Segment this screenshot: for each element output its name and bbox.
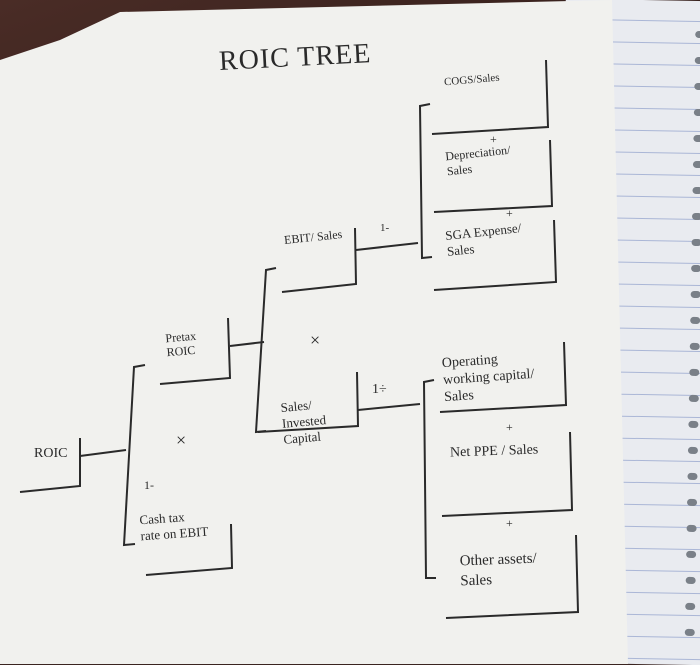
other-assets-box	[445, 534, 580, 619]
level3-bottom-bracket	[422, 379, 436, 579]
sales-ic-label: Sales/ Invested Capital	[280, 396, 328, 448]
level1-bracket	[122, 364, 146, 547]
ebit-connector	[355, 242, 419, 251]
plus-symbol-4: +	[506, 516, 513, 530]
one-divide-label: 1÷	[372, 382, 387, 397]
opwc-box	[439, 341, 568, 413]
opwc-label: Operating working capital/ Sales	[441, 349, 536, 406]
roic-box	[19, 438, 81, 493]
pretax-connector	[229, 341, 265, 347]
tree-connectors	[19, 59, 580, 619]
sga-box	[433, 219, 558, 291]
roic-connector	[79, 449, 127, 457]
net-ppe-label: Net PPE / Sales	[449, 442, 539, 461]
other-assets-label: Other assets/ Sales	[459, 549, 537, 592]
cash-tax-prefix: 1-	[144, 478, 154, 492]
paper-sheet	[0, 0, 628, 664]
cash-tax-label: Cash tax rate on EBIT	[139, 508, 209, 545]
times-symbol-2: ×	[310, 330, 321, 350]
plus-symbol-1: +	[490, 132, 497, 146]
pretax-roic-line-2: ROIC	[166, 342, 196, 360]
other-assets-line-1: Other assets/	[459, 550, 537, 570]
cogs-box	[431, 59, 550, 135]
times-symbol-1: ×	[176, 430, 187, 450]
cash-tax-box	[145, 523, 234, 576]
ebit-sales-box	[281, 227, 358, 293]
pretax-roic-box	[159, 317, 232, 385]
sales-ic-box	[257, 371, 360, 433]
roic-label: ROIC	[34, 446, 68, 461]
plus-symbol-3: +	[506, 420, 513, 434]
plus-symbol-2: +	[506, 206, 513, 220]
pretax-roic-label: Pretax ROIC	[165, 329, 198, 360]
sales-ic-connector	[357, 403, 421, 411]
net-ppe-box	[441, 431, 574, 517]
depreciation-box	[433, 139, 554, 213]
one-minus-label: 1-	[380, 222, 390, 234]
other-assets-line-2: Sales	[460, 572, 493, 590]
level3-top-bracket	[418, 103, 433, 260]
